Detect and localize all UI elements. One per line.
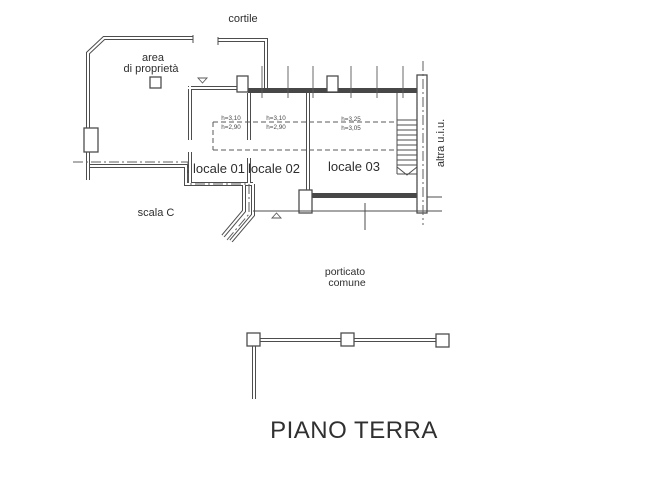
porticato-comune-label-line2: comune [328,277,366,289]
altra-uiu-label: altra u.i.u. [435,119,447,167]
room-label-locale02: locale 02 [248,161,300,176]
colonnade-pillar-3 [435,333,450,348]
property-boundary-left-top [86,36,193,180]
height-note-locale03-upper: h=3,25 [341,116,361,123]
right-party-wall [416,74,428,214]
cortile-label: cortile [228,13,257,25]
room-label-locale03: locale 03 [328,159,380,174]
room-label-locale01: locale 01 [193,161,245,176]
cortile-opening-caps [192,35,219,45]
porticato-comune-label-line1: porticato [325,266,365,278]
colonnade-pillar-1 [246,332,261,347]
area-di-proprieta-label-line1: area [142,52,165,64]
entrance-marker-porticato [270,212,283,219]
stair [396,93,418,176]
height-note-locale01-upper: h=3,10 [221,115,241,122]
pier-top-middle [326,75,339,93]
height-zone-dashed-lines [212,121,397,151]
pier-bottom [298,189,313,214]
height-note-locale01-lower: h=2,90 [221,124,241,131]
scala-c-label: scala C [138,207,175,219]
pier-top-left [236,75,249,93]
boundary-dashdot-line [73,161,250,241]
height-note-locale02-upper: h=3,10 [266,115,286,122]
porticato-lines [253,196,442,230]
plan-title: PIANO TERRA [270,417,438,444]
colonnade-pillar-2 [340,332,355,347]
top-wall-window-ticks [261,66,404,98]
entrance-marker-cortile [196,77,209,84]
height-note-locale03-lower: h=3,05 [341,125,361,132]
courtyard-post-symbol [149,76,162,89]
stair-direction-chevron [396,166,418,176]
left-boundary-pier [83,127,99,153]
building-bottom-thick-wall [307,193,418,198]
height-note-locale02-lower: h=2,90 [266,124,286,131]
area-di-proprieta-label-line2: di proprietà [123,63,179,75]
